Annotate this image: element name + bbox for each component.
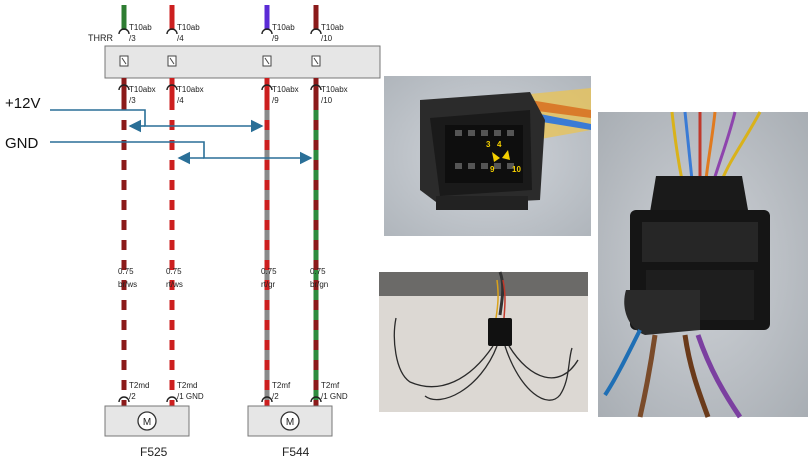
motor-1: M (104, 405, 190, 437)
motor-symbol: M (286, 417, 294, 428)
pin-top-number: /3 (129, 34, 136, 43)
pin-top-number: /4 (177, 34, 184, 43)
motor-box (104, 405, 190, 437)
pin-number-label: 3 (486, 140, 491, 149)
pin-arc (166, 84, 178, 91)
pin-bottom-number: /2 (129, 392, 136, 401)
wire-gauge: 0.75 (166, 267, 182, 276)
pin-arc (118, 396, 130, 403)
pin-bottom-name: T2mf (272, 381, 291, 390)
wire-gauge: 0.75 (118, 267, 134, 276)
motor-2: M (247, 405, 333, 437)
pin-bottom-number: /1 GND (321, 392, 348, 401)
pin-arc (118, 84, 130, 91)
supply-label: +12V (5, 95, 40, 112)
pin-bottom-number: /2 (272, 392, 279, 401)
motor-icon (137, 411, 157, 431)
pin-highlight-arrow (502, 150, 510, 160)
pin-bottom-number: /1 GND (177, 392, 204, 401)
pin-mid-number: /3 (129, 96, 136, 105)
wire-color-code: rt/ws (166, 280, 183, 289)
wire-color-code: rt/gr (261, 280, 276, 289)
wire-gauge: 0.75 (261, 267, 277, 276)
pin-arc (166, 396, 178, 403)
pin-arc (166, 28, 178, 35)
pin-arc (118, 28, 130, 35)
pin-mid-number: /4 (177, 96, 184, 105)
motor-icon (280, 411, 300, 431)
contact-mark (313, 57, 319, 65)
pin-bottom-name: T2md (177, 381, 197, 390)
motor-symbol: M (143, 417, 151, 428)
pin-mid-name: T10abx (321, 85, 348, 94)
pin-top-name: T10ab (272, 23, 295, 32)
ground-label: GND (5, 135, 39, 152)
wires-layer: T10ab/3T10abx/30.75br/wsT2md/2T10ab/4T10… (118, 5, 348, 406)
pin-arc (310, 84, 322, 91)
pin-top-name: T10ab (129, 23, 152, 32)
supply-arrow (50, 109, 264, 133)
pin-top-number: /10 (321, 34, 333, 43)
motor-label-2: F544 (282, 445, 310, 459)
pin-arc (310, 396, 322, 403)
pin-arc (261, 84, 273, 91)
motor-label-1: F525 (140, 445, 168, 459)
pin-mid-number: /10 (321, 96, 333, 105)
connector-block (104, 45, 381, 79)
pin-arc (261, 396, 273, 403)
pin-grid (455, 130, 514, 169)
pin-top-name: T10ab (321, 23, 344, 32)
connector-name: THRR (88, 33, 113, 43)
pin-mid-number: /9 (272, 96, 279, 105)
contact-mark (169, 57, 175, 65)
contact-mark (264, 57, 270, 65)
pin-top-number: /9 (272, 34, 279, 43)
wire-color-code: br/ws (118, 280, 137, 289)
pin-number-label: 9 (490, 165, 495, 174)
photo-connector-side (598, 111, 808, 419)
wire-gauge: 0.75 (310, 267, 326, 276)
photo-loose-harness (379, 271, 588, 412)
pin-mid-name: T10abx (272, 85, 299, 94)
contact-mark (121, 57, 127, 65)
pin-bottom-name: T2mf (321, 381, 340, 390)
arrows-layer (50, 109, 313, 165)
pin-number-label: 4 (497, 140, 502, 149)
ground-arrow (50, 141, 313, 165)
pin-top-name: T10ab (177, 23, 200, 32)
pin-number-label: 10 (512, 165, 521, 174)
wire-color-code: br/gn (310, 280, 328, 289)
pin-mid-name: T10abx (177, 85, 204, 94)
pin-arc (261, 28, 273, 35)
pin-arc (310, 28, 322, 35)
pin-mid-name: T10abx (129, 85, 156, 94)
pin-bottom-name: T2md (129, 381, 149, 390)
pin-highlight-arrow (492, 152, 500, 162)
